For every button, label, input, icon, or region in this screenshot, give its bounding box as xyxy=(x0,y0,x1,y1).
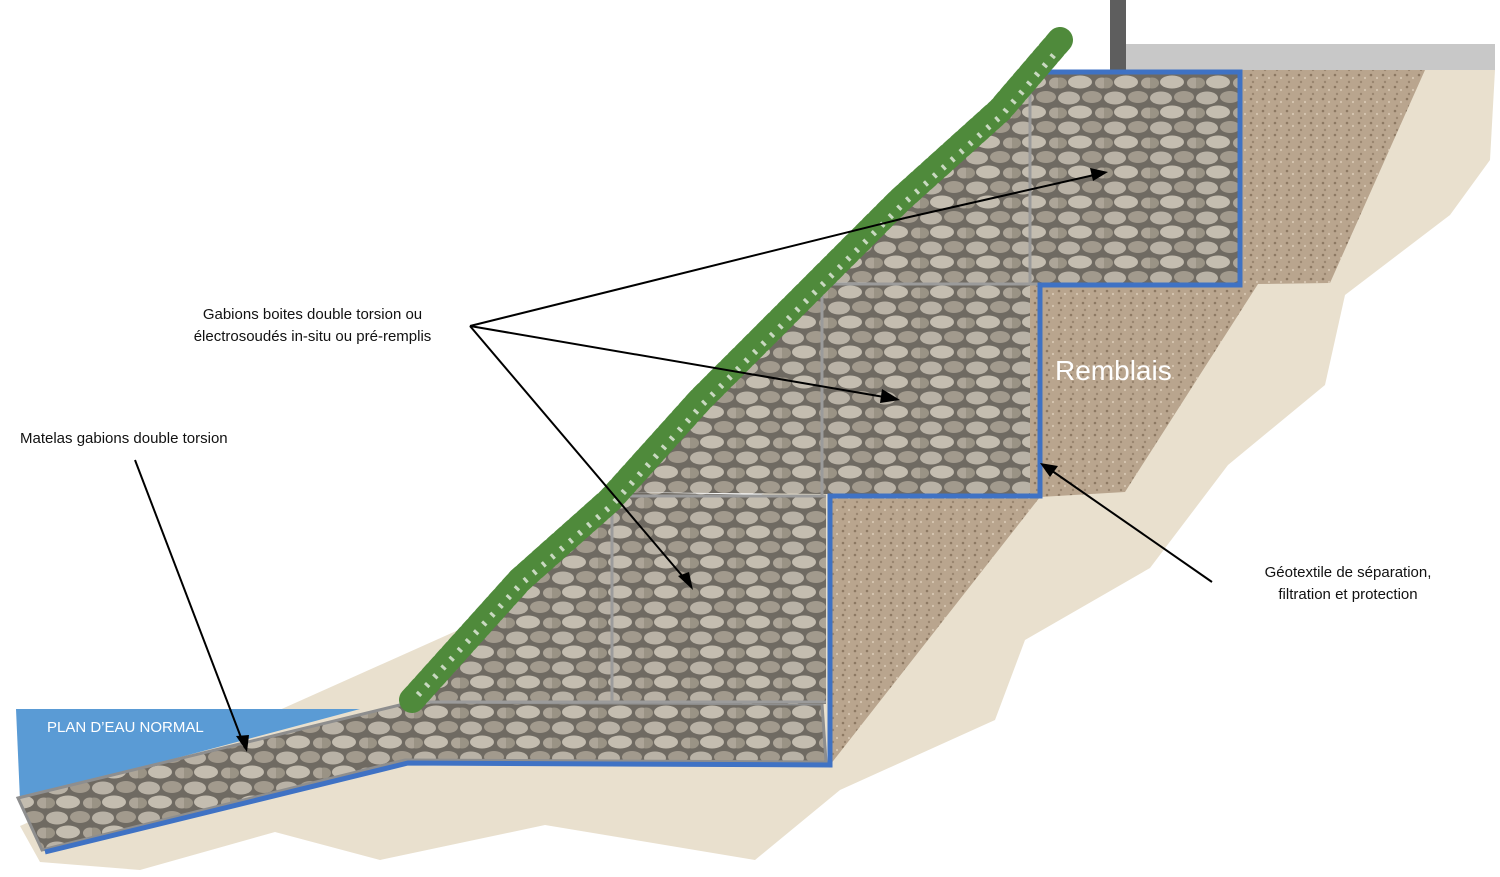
remblais-label: Remblais xyxy=(1055,355,1172,386)
road-surface xyxy=(1112,44,1495,70)
gabions-label-line-2: électrosoudés in-situ ou pré-remplis xyxy=(193,328,432,345)
matelas-label: Matelas gabions double torsion xyxy=(20,430,228,447)
geotextile-label-line-2: filtration et protection xyxy=(1278,586,1418,603)
leader-lines xyxy=(134,172,1213,749)
arrow-heads xyxy=(236,168,1108,752)
gabion-grid-lines xyxy=(412,72,1240,704)
vegetation-strip xyxy=(399,27,1073,713)
geotextile-label: Géotextile de séparation, filtration et … xyxy=(1228,562,1468,606)
geotextile-label-line-1: Géotextile de séparation, xyxy=(1264,564,1432,581)
gabions-label: Gabions boites double torsion ou électro… xyxy=(170,304,455,348)
geotextile-line xyxy=(44,69,1243,855)
water-level-label: PLAN D’EAU NORMAL xyxy=(47,719,204,736)
gabions-label-line-1: Gabions boites double torsion ou xyxy=(202,306,423,323)
backfill-area xyxy=(828,70,1425,765)
fence-post xyxy=(1110,0,1126,70)
gabion-box-row-1 xyxy=(412,492,826,704)
vegetation-highlight xyxy=(415,48,1061,698)
natural-soil xyxy=(20,70,1495,870)
